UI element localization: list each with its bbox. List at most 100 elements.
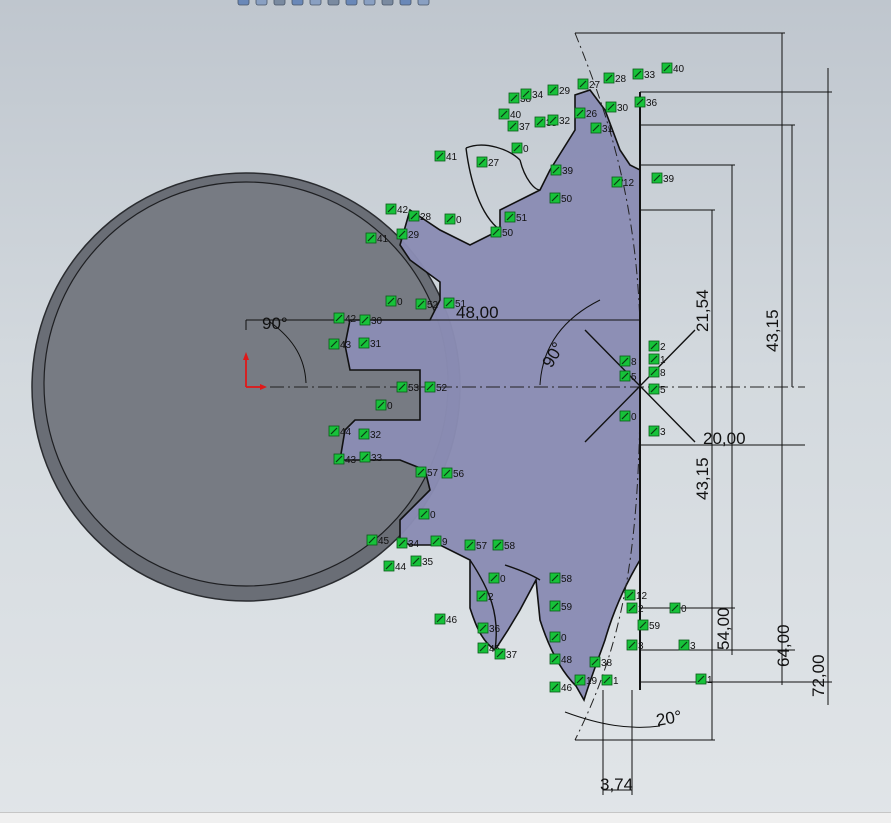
relation-marker[interactable]: 59: [549, 600, 573, 613]
relation-marker[interactable]: 29: [547, 84, 571, 97]
relation-marker[interactable]: 48: [549, 653, 573, 666]
relation-marker[interactable]: 0: [511, 142, 529, 155]
dynamic-annotation-icon[interactable]: [308, 0, 324, 8]
dim-43-15-top[interactable]: 43,15: [763, 309, 782, 352]
relation-marker[interactable]: 57: [464, 539, 488, 552]
relation-marker[interactable]: 9: [430, 535, 448, 548]
relation-marker[interactable]: 30: [605, 101, 629, 114]
relation-marker[interactable]: 44: [328, 425, 352, 438]
zoom-area-icon[interactable]: [254, 0, 270, 8]
relation-marker[interactable]: 33: [359, 451, 383, 464]
apply-scene-icon[interactable]: [398, 0, 414, 8]
relation-marker[interactable]: 29: [396, 228, 420, 241]
dim-64[interactable]: 64,00: [774, 624, 793, 667]
view-orientation-icon[interactable]: [326, 0, 342, 8]
relation-marker[interactable]: 37: [507, 120, 531, 133]
dim-54[interactable]: 54,00: [714, 607, 733, 650]
relation-marker[interactable]: 52: [415, 298, 439, 311]
dim-20[interactable]: 20,00: [703, 429, 746, 448]
relation-marker[interactable]: 12: [611, 176, 635, 189]
relation-marker[interactable]: 38: [589, 656, 613, 669]
relation-marker[interactable]: 28: [408, 210, 432, 223]
relation-marker[interactable]: 8: [619, 355, 637, 368]
relation-marker[interactable]: 36: [477, 622, 501, 635]
relation-marker[interactable]: 35: [410, 555, 434, 568]
relation-marker[interactable]: 2: [648, 340, 666, 353]
relation-marker[interactable]: 40: [498, 108, 522, 121]
relation-marker[interactable]: 43: [328, 338, 352, 351]
relation-marker[interactable]: 27: [476, 156, 500, 169]
relation-marker[interactable]: 46: [434, 613, 458, 626]
relation-marker[interactable]: 41: [434, 150, 458, 163]
relation-marker[interactable]: 5: [648, 383, 666, 396]
relation-marker[interactable]: 32: [358, 428, 382, 441]
relation-marker[interactable]: 1: [601, 674, 619, 687]
relation-marker[interactable]: 27: [577, 78, 601, 91]
relation-marker[interactable]: 59: [637, 619, 661, 632]
relation-marker[interactable]: 3: [678, 639, 696, 652]
relation-marker[interactable]: 0: [444, 213, 462, 226]
relation-marker[interactable]: 39: [651, 172, 675, 185]
previous-view-icon[interactable]: [272, 0, 288, 8]
relation-marker[interactable]: 34: [520, 88, 544, 101]
dim-90-left[interactable]: 90°: [262, 314, 288, 333]
relation-marker[interactable]: 37: [494, 648, 518, 661]
relation-marker[interactable]: 30: [359, 314, 383, 327]
dim-3-74[interactable]: 3,74: [600, 775, 633, 794]
relation-marker[interactable]: 0: [418, 508, 436, 521]
dim-72[interactable]: 72,00: [809, 654, 828, 697]
relation-marker[interactable]: 51: [504, 211, 528, 224]
relation-marker[interactable]: 34: [396, 537, 420, 550]
relation-marker[interactable]: 52: [424, 381, 448, 394]
section-view-icon[interactable]: [290, 0, 306, 8]
relation-marker[interactable]: 45: [366, 534, 390, 547]
relation-marker[interactable]: 56: [441, 467, 465, 480]
relation-marker[interactable]: 19: [574, 674, 598, 687]
relation-marker[interactable]: 40: [661, 62, 685, 75]
relation-marker[interactable]: 1: [648, 353, 666, 366]
relation-marker[interactable]: 3: [648, 425, 666, 438]
relation-marker[interactable]: 39: [550, 164, 574, 177]
relation-marker[interactable]: 42: [333, 312, 357, 325]
relation-marker[interactable]: 57: [415, 466, 439, 479]
edit-appearance-icon[interactable]: [380, 0, 396, 8]
relation-marker[interactable]: 0: [669, 602, 687, 615]
zoom-fit-icon[interactable]: [236, 0, 252, 8]
relation-marker[interactable]: 0: [375, 399, 393, 412]
view-settings-icon[interactable]: [416, 0, 432, 8]
relation-marker[interactable]: 28: [603, 72, 627, 85]
relation-marker[interactable]: 33: [632, 68, 656, 81]
relation-marker[interactable]: 3: [626, 639, 644, 652]
relation-marker[interactable]: 50: [490, 226, 514, 239]
relation-marker[interactable]: 51: [443, 297, 467, 310]
relation-marker[interactable]: 38: [508, 92, 532, 105]
relation-marker[interactable]: 41: [365, 232, 389, 245]
relation-marker[interactable]: 12: [624, 589, 648, 602]
relation-marker[interactable]: 1: [695, 673, 713, 686]
relation-marker[interactable]: 43: [333, 453, 357, 466]
relation-marker[interactable]: 2: [626, 602, 644, 615]
relation-marker[interactable]: 31: [590, 122, 614, 135]
relation-marker[interactable]: 58: [549, 572, 573, 585]
relation-marker[interactable]: 0: [488, 572, 506, 585]
relation-marker[interactable]: 50: [549, 192, 573, 205]
relation-marker[interactable]: 26: [574, 107, 598, 120]
relation-marker[interactable]: 8: [648, 366, 666, 379]
relation-marker[interactable]: 42: [385, 203, 409, 216]
dim-20-deg[interactable]: 20°: [655, 707, 684, 730]
hide-show-icon[interactable]: [362, 0, 378, 8]
relation-marker[interactable]: 36: [634, 96, 658, 109]
relation-marker[interactable]: 0: [619, 410, 637, 423]
relation-marker[interactable]: 44: [383, 560, 407, 573]
dim-43-15-bottom[interactable]: 43,15: [693, 457, 712, 500]
relation-marker[interactable]: 2: [476, 590, 494, 603]
relation-marker[interactable]: 0: [385, 295, 403, 308]
relation-marker[interactable]: 53: [396, 381, 420, 394]
relation-marker[interactable]: 46: [549, 681, 573, 694]
relation-marker[interactable]: 58: [492, 539, 516, 552]
display-style-icon[interactable]: [344, 0, 360, 8]
relation-marker[interactable]: 0: [549, 631, 567, 644]
relation-marker[interactable]: 31: [358, 337, 382, 350]
relation-marker[interactable]: 5: [619, 370, 637, 383]
dim-21-54[interactable]: 21,54: [693, 289, 712, 332]
